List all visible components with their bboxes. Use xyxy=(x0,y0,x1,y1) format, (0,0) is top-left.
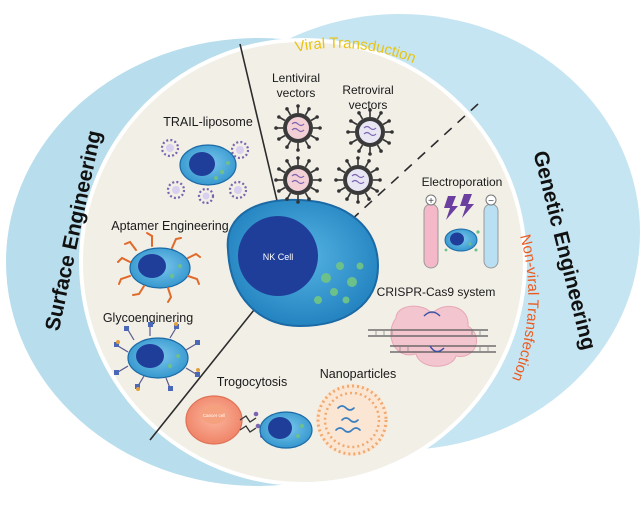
divider-top xyxy=(239,43,283,223)
electroporation-illustration: + − xyxy=(423,194,499,269)
nanoparticles-label: Nanoparticles xyxy=(320,367,396,381)
positive-electrode xyxy=(423,203,439,269)
crispr-cas9-illustration xyxy=(368,305,496,367)
divider-bottom xyxy=(149,299,263,441)
aptamer-cell xyxy=(117,232,201,303)
trail-liposome-cores xyxy=(166,144,244,200)
lentiviral-vector-icon xyxy=(274,156,322,204)
lightning-icon xyxy=(444,194,474,220)
lentiviral-label-line1: Lentiviral xyxy=(272,71,320,85)
crispr-cas9-label: CRISPR-Cas9 system xyxy=(377,285,496,299)
plus-icon: + xyxy=(428,196,434,207)
nk-cell: NK Cell xyxy=(226,198,380,328)
retroviral-label-line1: Retroviral xyxy=(342,83,393,97)
glyco-cell xyxy=(114,322,200,391)
trail-liposome-label: TRAIL-liposome xyxy=(163,115,253,129)
retroviral-vector-icon xyxy=(334,156,382,204)
trogocytosis-illustration: Cancer cell xyxy=(185,395,313,449)
lentiviral-label-line2: vectors xyxy=(277,86,316,100)
electroporation-label: Electroporation xyxy=(422,175,503,189)
trogocytosis-label: Trogocytosis xyxy=(217,375,287,389)
trail-liposome-particles xyxy=(160,138,250,205)
retroviral-vector-icon xyxy=(346,108,394,156)
divider-dashed xyxy=(337,103,479,233)
cancer-cell-label: Cancer cell xyxy=(203,413,226,418)
aptamer-engineering-label: Aptamer Engineering xyxy=(111,219,228,233)
glycoengineering-label: Glycoenginering xyxy=(103,311,193,325)
trail-liposome-cell xyxy=(179,144,237,186)
nk-granules xyxy=(314,262,364,304)
retroviral-label-line2: vectors xyxy=(349,98,388,112)
nk-nucleus xyxy=(238,216,318,296)
negative-electrode xyxy=(483,203,499,269)
nk-cell-label: NK Cell xyxy=(263,252,294,262)
minus-icon: − xyxy=(488,196,494,207)
nanoparticle-icon xyxy=(316,384,388,456)
lentiviral-vector-icon xyxy=(274,104,322,152)
